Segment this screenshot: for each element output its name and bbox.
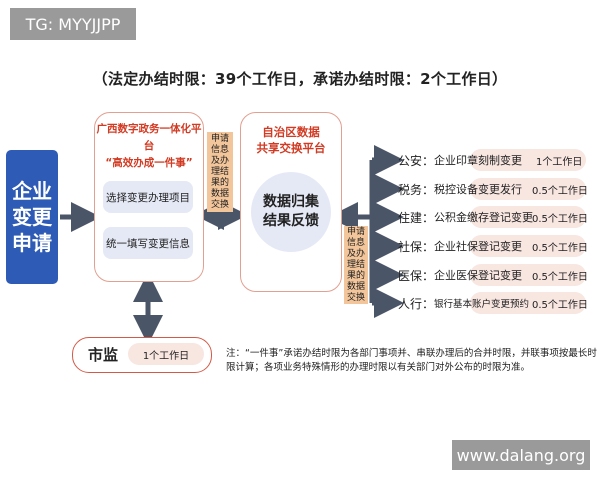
- department-row-0: 公安：企业印章刻制变更: [398, 150, 522, 170]
- exchange-left-text-1: 申请: [210, 133, 229, 144]
- exchange-left-text-5: 果的: [210, 177, 229, 188]
- department-time: 1个工作日: [536, 156, 583, 168]
- department-row-2-pill: [470, 206, 586, 228]
- data-exchange-label-left: 申请 信息 及办 理结 果的 数据 交换: [207, 132, 233, 212]
- watermark: www.dalang.org: [452, 440, 590, 470]
- account-tag: TG: MYYJJPP: [10, 8, 136, 40]
- department-name: 社保：: [398, 239, 435, 254]
- department-row-4-pill: [470, 264, 586, 286]
- department-item: 银行基本账户变更预约: [434, 299, 530, 310]
- department-row-5: 人行：银行基本账户变更预约: [398, 293, 529, 313]
- exchange-right-text-4: 理结: [346, 259, 365, 270]
- exchange-left-text-4: 理结: [210, 166, 229, 177]
- department-time: 0.5个工作日: [532, 299, 588, 311]
- department-name: 医保：: [398, 268, 435, 283]
- applicant-line-2: 变更: [12, 205, 52, 229]
- fill-change-info-step: 统一填写变更信息: [103, 227, 193, 259]
- department-item: 企业医保登记变更: [434, 269, 523, 282]
- enterprise-change-application: 企业 变更 申请: [6, 150, 58, 284]
- data-exchange-label-right: 申请 信息 及办 理结 果的 数据 交换: [344, 226, 368, 304]
- exchange-left-text-7: 交换: [210, 199, 229, 210]
- exchange-right-text-2: 信息: [346, 237, 365, 248]
- department-time: 0.5个工作日: [532, 271, 588, 283]
- department-time: 0.5个工作日: [532, 242, 588, 254]
- data-collection-feedback-circle: 数据归集 结果反馈: [251, 172, 331, 252]
- exchange-left-text-2: 信息: [210, 144, 229, 155]
- hub-title-line-2: 共享交换平台: [256, 141, 326, 155]
- market-supervision-time: 1个工作日: [128, 343, 204, 365]
- department-item: 企业印章刻制变更: [434, 154, 523, 167]
- hub-title-line-1: 自治区数据: [262, 125, 320, 139]
- department-time: 0.5个工作日: [532, 185, 588, 197]
- department-row-4: 医保：企业医保登记变更: [398, 265, 522, 285]
- department-name: 人行：: [398, 296, 435, 311]
- hub-circle-line-1: 数据归集: [263, 194, 319, 210]
- department-name: 税务：: [398, 182, 435, 197]
- platform-title-line-2: “高效办成一件事”: [105, 157, 193, 169]
- department-name: 公安：: [398, 153, 435, 168]
- exchange-left-text-3: 及办: [210, 155, 229, 166]
- department-row-1-pill: [470, 178, 586, 200]
- select-change-item-step: 选择变更办理项目: [103, 181, 193, 213]
- platform-title: 广西数字政务一体化平台 “高效办成一件事”: [94, 121, 204, 172]
- department-row-3: 社保：企业社保登记变更: [398, 236, 522, 256]
- department-row-3-pill: [470, 235, 586, 257]
- hub-circle-line-2: 结果反馈: [263, 213, 319, 229]
- applicant-line-3: 申请: [12, 231, 52, 255]
- exchange-right-text-1: 申请: [346, 226, 365, 237]
- market-supervision-label: 市监: [88, 346, 119, 364]
- time-limit-header: （法定办结时限：39个工作日，承诺办结时限：2个工作日）: [92, 70, 508, 88]
- applicant-line-1: 企业: [12, 179, 52, 203]
- department-time: 0.5个工作日: [532, 213, 588, 225]
- department-item: 公积金缴存登记变更: [434, 211, 534, 224]
- department-name: 住建：: [398, 210, 435, 225]
- exchange-right-text-5: 果的: [346, 270, 365, 281]
- exchange-left-text-6: 数据: [210, 188, 229, 199]
- exchange-right-text-7: 交换: [346, 292, 365, 303]
- department-row-1: 税务：税控设备变更发行: [398, 179, 522, 199]
- department-row-0-pill: [470, 149, 586, 171]
- platform-title-line-1: 广西数字政务一体化平台: [96, 123, 202, 152]
- department-item: 企业社保登记变更: [434, 240, 523, 253]
- department-row-2: 住建：公积金缴存登记变更: [398, 207, 533, 227]
- footnote: 注：“一件事”承诺办结时限为各部门事项并、串联办理后的合并时限，并联事项按最长时…: [226, 348, 597, 373]
- exchange-right-text-3: 及办: [346, 248, 365, 259]
- department-row-5-pill: [470, 292, 586, 314]
- hub-title: 自治区数据 共享交换平台: [240, 124, 342, 156]
- department-item: 税控设备变更发行: [434, 183, 523, 196]
- exchange-right-text-6: 数据: [346, 281, 365, 292]
